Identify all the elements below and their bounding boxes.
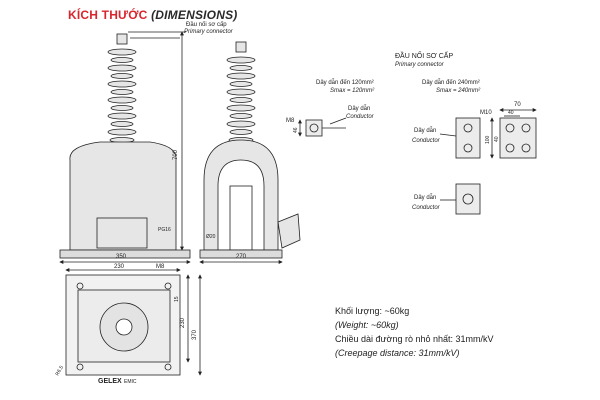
weight-en: (Weight: ~60kg) [335,320,399,330]
connector-large [439,108,537,215]
top-width-230-right: 230 [180,317,186,328]
connector-large-vi: Dây dẫn đến 240mm² [422,79,480,86]
connector-dim-40b: 40 [494,136,500,142]
side-base [59,249,191,259]
top-bolt-m8: M8 [156,264,165,270]
connector-dim-70: 70 [514,102,521,108]
side-primary-label-vi: Đầu nối sơ cấp [186,22,227,28]
side-terminal-box [96,217,148,249]
side-insulator [107,33,137,143]
side-body [69,141,177,251]
side-plate-pg16: PG16 [158,227,171,233]
top-depth-370: 370 [192,329,198,340]
brand-suffix: EMIC [124,379,137,385]
creepage-vi: Chiều dài đường rò nhỏ nhất: 31mm/kV [335,334,494,344]
connector-bolt-m10: M10 [480,110,492,116]
front-base [199,249,283,259]
connector-dim-46: 46 [293,127,299,133]
front-bracket [277,213,301,249]
title-vi: KÍCH THƯỚC [68,8,148,22]
top-width-230: 230 [114,264,125,270]
connector-bottom-conductor-vi: Dây dẫn [414,194,436,201]
weight-vi: Khối lượng: ~60kg [335,306,410,316]
side-primary-label-en: Primary connector [184,29,234,35]
side-height-700: 700 [173,149,179,160]
brand-logo: GELEX [98,378,122,385]
connector-small [298,117,347,137]
connector-bottom-conductor-en: Conductor [412,205,441,211]
connector-dim-100: 100 [485,135,491,144]
creepage-en: (Creepage distance: 31mm/kV) [335,348,460,358]
front-view [199,41,301,264]
connector-large-conductor-en: Conductor [412,138,441,144]
top-view [65,268,202,376]
connector-small-en: Smax = 120mm² [330,88,375,94]
top-hole-15: 15 [174,296,180,302]
connector-heading-en: Primary connector [395,62,445,68]
connector-small-conductor-en: Conductor [346,114,375,120]
title-en: (DIMENSIONS) [151,8,238,22]
top-radius: R6.5 [55,365,66,377]
side-width-350: 350 [116,254,127,260]
page-title: KÍCH THƯỚC (DIMENSIONS) [68,8,237,22]
connector-heading-vi: ĐẦU NỐI SƠ CẤP [395,50,453,60]
connector-large-en: Smax = 240mm² [436,88,481,94]
front-insulator [226,41,256,143]
connector-bolt-m8: M8 [286,118,295,124]
connector-small-vi: Dây dẫn đến 120mm² [316,79,374,86]
connector-dim-40: 40 [508,110,514,116]
front-width-270: 270 [236,254,247,260]
side-view [59,31,191,264]
connector-large-conductor-vi: Dây dẫn [414,127,436,134]
front-detail-label: Ø20 [206,234,216,240]
connector-small-conductor-vi: Dây dẫn [348,105,370,112]
